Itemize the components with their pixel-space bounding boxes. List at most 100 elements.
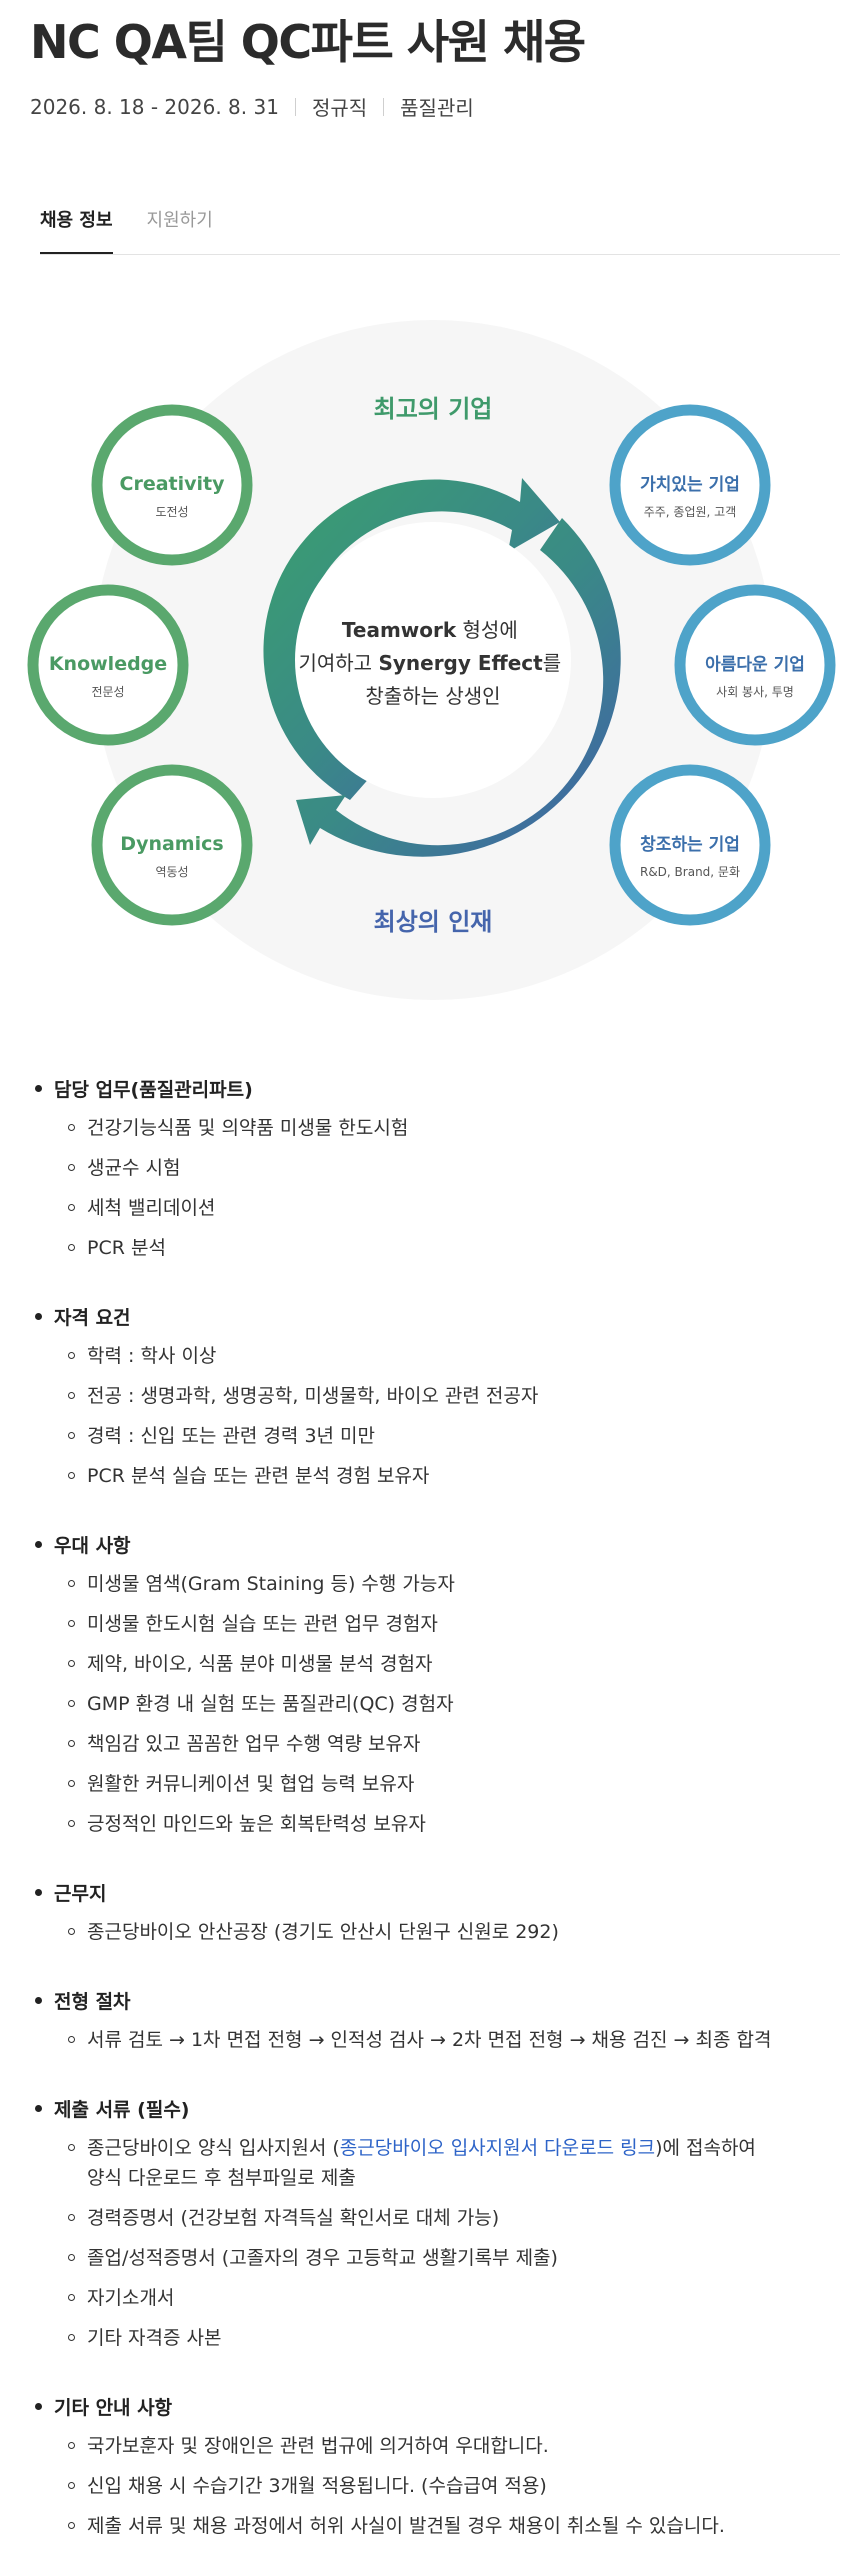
diagram-bottom-label: 최상의 인재	[374, 908, 493, 936]
value-creative-company: 창조하는 기업 R&D, Brand, 문화	[609, 764, 771, 926]
list-item: 제출 서류 및 채용 과정에서 허위 사실이 발견될 경우 채용이 취소될 수 …	[30, 2506, 830, 2546]
bullet-circle	[68, 1244, 75, 1251]
bullet-circle	[68, 1204, 75, 1211]
svg-text:도전성: 도전성	[155, 505, 188, 519]
list-item: 제약, 바이오, 식품 분야 미생물 분석 경험자	[30, 1644, 830, 1684]
bullet-circle	[68, 1472, 75, 1479]
section-preferred: 우대 사항 미생물 염색(Gram Staining 등) 수행 가능자 미생물…	[30, 1524, 830, 1844]
bullet-circle	[68, 2214, 75, 2221]
posting-period: 2026. 8. 18 - 2026. 8. 31	[30, 94, 279, 119]
list-item: 전공 : 생명과학, 생명공학, 미생물학, 바이오 관련 전공자	[30, 1376, 830, 1416]
bullet-dot	[35, 1540, 42, 1548]
section-requirements: 자격 요건 학력 : 학사 이상 전공 : 생명과학, 생명공학, 미생물학, …	[30, 1296, 830, 1496]
bullet-circle	[68, 1352, 75, 1359]
job-category: 품질관리	[400, 96, 474, 120]
bullet-circle	[68, 1660, 75, 1667]
list-item: PCR 분석	[30, 1228, 830, 1268]
list-item: 책임감 있고 꼼꼼한 업무 수행 역량 보유자	[30, 1724, 830, 1764]
section-title: 근무지	[30, 1872, 830, 1912]
application-form-download-link[interactable]: 종근당바이오 입사지원서 다운로드 링크	[339, 2137, 656, 2159]
bullet-circle	[68, 1700, 75, 1707]
value-beautiful-company: 아름다운 기업 사회 봉사, 투명	[674, 584, 836, 746]
list-item: 국가보훈자 및 장애인은 관련 법규에 의거하여 우대합니다.	[30, 2426, 830, 2466]
employment-type: 정규직	[311, 96, 368, 120]
posting-meta: 2026. 8. 18 - 2026. 8. 31 정규직 품질관리	[30, 92, 474, 121]
svg-text:가치있는 기업: 가치있는 기업	[640, 475, 740, 495]
bullet-circle	[68, 1820, 75, 1827]
bullet-circle	[68, 1580, 75, 1587]
svg-text:Knowledge: Knowledge	[49, 653, 167, 675]
list-item: 미생물 한도시험 실습 또는 관련 업무 경험자	[30, 1604, 830, 1644]
bullet-dot	[35, 1312, 42, 1320]
list-item: 세척 밸리데이션	[30, 1188, 830, 1228]
list-item: 생균수 시험	[30, 1148, 830, 1188]
bullet-circle	[68, 2294, 75, 2301]
svg-text:전문성: 전문성	[91, 685, 124, 699]
section-title: 전형 절차	[30, 1980, 830, 2020]
tab-job-info[interactable]: 채용 정보	[40, 188, 113, 254]
bullet-dot	[35, 1888, 42, 1896]
list-item: 졸업/성적증명서 (고졸자의 경우 고등학교 생활기록부 제출)	[30, 2238, 830, 2278]
bullet-circle	[68, 1928, 75, 1935]
list-item: 원활한 커뮤니케이션 및 협업 능력 보유자	[30, 1764, 830, 1804]
diagram-top-label: 최고의 기업	[374, 395, 493, 423]
value-dynamics: Dynamics 역동성	[91, 764, 253, 926]
list-item: 자기소개서	[30, 2278, 830, 2318]
bullet-circle	[68, 2482, 75, 2489]
job-posting-page: NC QA팀 QC파트 사원 채용 2026. 8. 18 - 2026. 8.…	[27, 15, 840, 2537]
list-item: GMP 환경 내 실험 또는 품질관리(QC) 경험자	[30, 1684, 830, 1724]
tab-bar: 채용 정보 지원하기	[40, 188, 840, 255]
section-title: 담당 업무(품질관리파트)	[30, 1068, 830, 1108]
list-item: 학력 : 학사 이상	[30, 1336, 830, 1376]
list-item: 미생물 염색(Gram Staining 등) 수행 가능자	[30, 1564, 830, 1604]
meta-divider	[383, 97, 385, 116]
list-item: 건강기능식품 및 의약품 미생물 한도시험	[30, 1108, 830, 1148]
bullet-circle	[68, 1740, 75, 1747]
bullet-circle	[68, 2442, 75, 2449]
value-creativity: Creativity 도전성	[91, 404, 253, 566]
section-title: 자격 요건	[30, 1296, 830, 1336]
section-title: 기타 안내 사항	[30, 2386, 830, 2426]
bullet-dot	[35, 2402, 42, 2410]
page-title: NC QA팀 QC파트 사원 채용	[30, 15, 586, 69]
list-item: 신입 채용 시 수습기간 3개월 적용됩니다. (수습급여 적용)	[30, 2466, 830, 2506]
svg-text:창조하는 기업: 창조하는 기업	[640, 835, 740, 855]
bullet-circle	[68, 1164, 75, 1171]
bullet-dot	[35, 1084, 42, 1092]
svg-text:주주, 종업원, 고객: 주주, 종업원, 고객	[644, 505, 737, 519]
list-item: 종근당바이오 안산공장 (경기도 안산시 단원구 신원로 292)	[30, 1912, 830, 1952]
value-knowledge: Knowledge 전문성	[27, 584, 189, 746]
svg-text:사회 봉사, 투명: 사회 봉사, 투명	[716, 685, 794, 699]
list-item: 경력 : 신입 또는 관련 경력 3년 미만	[30, 1416, 830, 1456]
bullet-circle	[68, 1432, 75, 1439]
core-values-diagram: 최고의 기업 최상의 인재 Teamwork 형성에 기여하고 Synergy …	[27, 320, 836, 1000]
svg-text:R&D, Brand, 문화: R&D, Brand, 문화	[640, 865, 740, 879]
tab-apply[interactable]: 지원하기	[146, 210, 213, 231]
bullet-circle	[68, 1620, 75, 1627]
bullet-dot	[35, 2104, 42, 2112]
svg-text:Creativity: Creativity	[120, 473, 226, 495]
bullet-circle	[68, 2254, 75, 2261]
section-duties: 담당 업무(품질관리파트) 건강기능식품 및 의약품 미생물 한도시험 생균수 …	[30, 1068, 830, 1268]
section-notes: 기타 안내 사항 국가보훈자 및 장애인은 관련 법규에 의거하여 우대합니다.…	[30, 2386, 830, 2546]
bullet-circle	[68, 2144, 75, 2151]
list-item: PCR 분석 실습 또는 관련 분석 경험 보유자	[30, 1456, 830, 1496]
section-process: 전형 절차 서류 검토 → 1차 면접 전형 → 인적성 검사 → 2차 면접 …	[30, 1980, 830, 2060]
bullet-dot	[35, 1996, 42, 2004]
bullet-circle	[68, 1124, 75, 1131]
bullet-circle	[68, 1780, 75, 1787]
list-item: 기타 자격증 사본	[30, 2318, 830, 2358]
svg-text:아름다운 기업: 아름다운 기업	[705, 655, 805, 675]
list-item: 종근당바이오 양식 입사지원서 (종근당바이오 입사지원서 다운로드 링크)에 …	[30, 2128, 830, 2198]
section-documents: 제출 서류 (필수) 종근당바이오 양식 입사지원서 (종근당바이오 입사지원서…	[30, 2088, 830, 2358]
bullet-circle	[68, 1392, 75, 1399]
section-location: 근무지 종근당바이오 안산공장 (경기도 안산시 단원구 신원로 292)	[30, 1872, 830, 1952]
diagram-center-text: Teamwork 형성에 기여하고 Synergy Effect를 창출하는 상…	[298, 618, 567, 708]
svg-text:Dynamics: Dynamics	[120, 833, 223, 855]
value-valuable-company: 가치있는 기업 주주, 종업원, 고객	[609, 404, 771, 566]
bullet-circle	[68, 2036, 75, 2043]
list-item: 긍정적인 마인드와 높은 회복탄력성 보유자	[30, 1804, 830, 1844]
section-title: 우대 사항	[30, 1524, 830, 1564]
section-title: 제출 서류 (필수)	[30, 2088, 830, 2128]
meta-divider	[294, 97, 296, 116]
